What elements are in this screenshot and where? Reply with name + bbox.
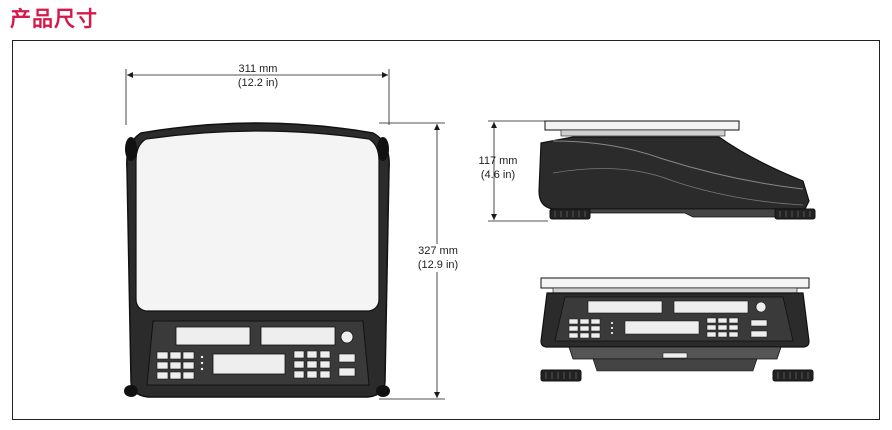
scale-body-side <box>538 136 810 210</box>
page-title: 产品尺寸 <box>10 7 98 31</box>
top-view <box>124 69 445 400</box>
depth-metric: 327 mm <box>418 245 458 257</box>
height-imperial: (4.6 in) <box>480 169 516 181</box>
side-view <box>488 120 816 222</box>
height-label: 117 mm (4.6 in) <box>463 154 533 182</box>
front-view <box>540 277 814 382</box>
width-label: 311 mm (12.2 in) <box>223 62 293 90</box>
scale-drawing <box>124 69 816 400</box>
platter-side <box>544 120 740 131</box>
width-metric: 311 mm <box>238 63 278 75</box>
weighing-platter-top <box>135 130 380 312</box>
width-imperial: (12.2 in) <box>237 77 279 89</box>
platter-front <box>540 277 810 289</box>
height-metric: 117 mm <box>478 155 518 167</box>
depth-label: 327 mm (12.9 in) <box>403 244 473 272</box>
depth-imperial: (12.9 in) <box>417 259 459 271</box>
diagram-frame: 311 mm (12.2 in) 117 mm (4.6 in) 327 mm … <box>12 40 880 420</box>
